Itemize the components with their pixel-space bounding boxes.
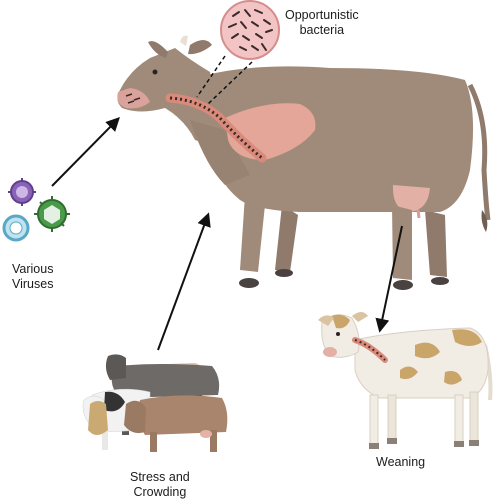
various-viruses-label: Various Viruses xyxy=(12,262,54,291)
blue-virus-icon xyxy=(2,214,30,242)
weaning-calf xyxy=(318,312,493,449)
stress-crowding-label: Stress and Crowding xyxy=(130,470,190,499)
zoom-line xyxy=(207,61,253,105)
purple-virus-icon xyxy=(8,178,36,206)
green-virus-icon xyxy=(34,196,70,232)
crowded-herd xyxy=(82,354,228,452)
weaning-label: Weaning xyxy=(376,455,426,469)
arrow-stress-to-cow xyxy=(157,212,211,351)
bacteria-circle-icon xyxy=(220,0,280,60)
zoom-line xyxy=(196,55,226,98)
arrow-viruses-to-cow xyxy=(51,117,120,187)
opportunistic-bacteria-label: Opportunistic bacteria xyxy=(285,8,359,37)
adult-cow xyxy=(117,35,491,290)
arrow-cow-to-weaning xyxy=(375,225,403,333)
